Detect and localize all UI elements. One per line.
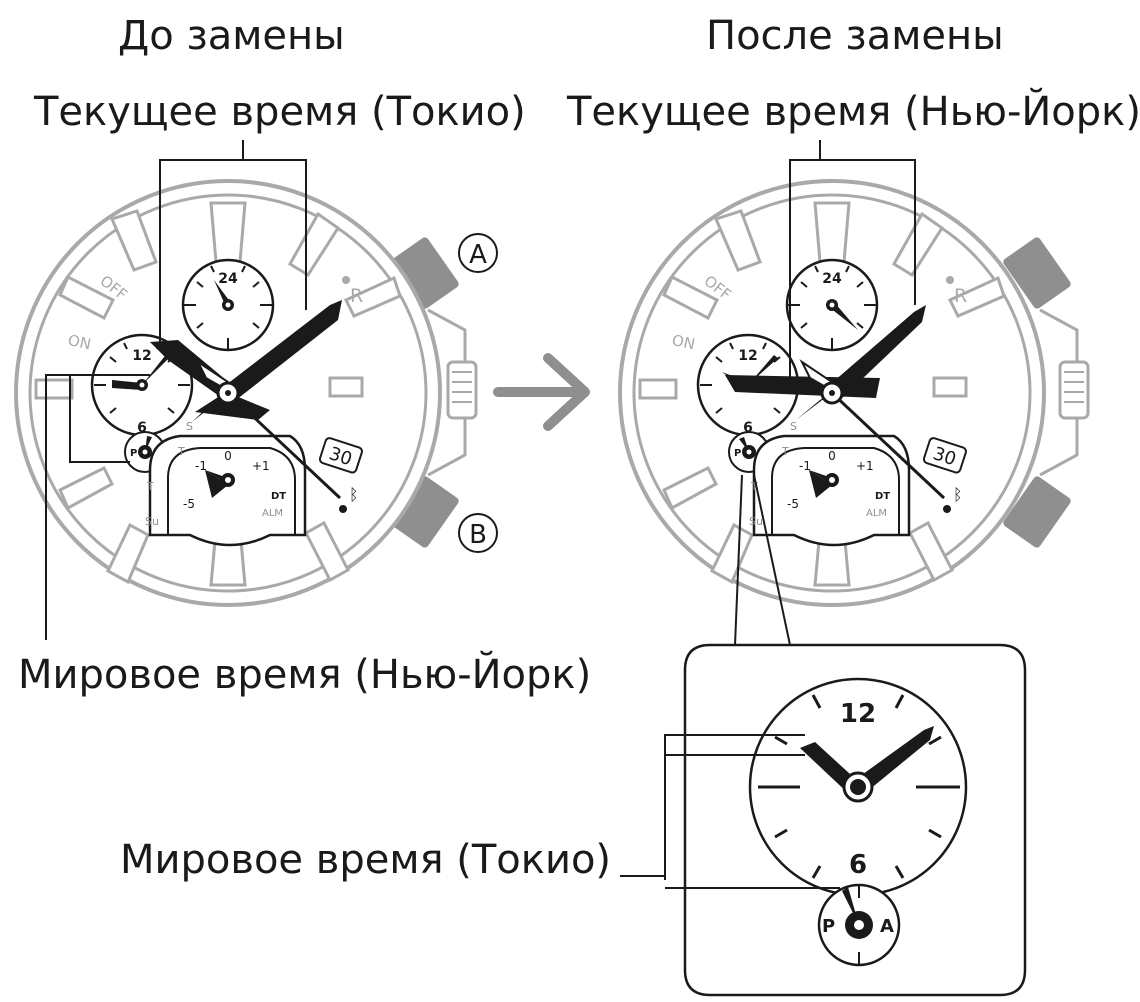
svg-text:P: P [822,916,835,937]
detail-12: 12 [840,699,876,729]
minute-hand-after [826,305,926,400]
button-a [391,237,459,309]
svg-text:T: T [177,445,185,458]
subdial-24-after: 24 [785,258,879,352]
detail-minute-hand [852,726,934,794]
transition-arrow [493,353,590,431]
detail-callout: 12 6 P A [620,643,1027,997]
svg-text:A: A [880,916,894,937]
svg-text:ALM: ALM [262,508,283,519]
watch-before: OFF ON R 24 [14,140,498,640]
svg-text:-5: -5 [787,497,799,511]
svg-text:12: 12 [738,348,757,364]
svg-text:-5: -5 [183,497,195,511]
button-b [391,476,459,548]
svg-text:S: S [186,420,193,433]
svg-text:T: T [781,445,789,458]
home-time-after-label: Текущее время (Нью-Йорк) [567,89,1140,135]
svg-text:T: T [146,480,154,493]
svg-text:+1: +1 [252,459,270,473]
world-time-before-label: Мировое время (Нью-Йорк) [18,652,592,698]
date-window-before: 30 [318,437,363,474]
lower-subdial-before: S T T Su 0 -1 +1 -5 DT ALM [145,420,307,547]
svg-text:A: A [469,240,487,270]
svg-text:+1: +1 [856,459,874,473]
svg-text:DT: DT [875,491,890,502]
home-time-before-label: Текущее время (Токио) [34,89,526,135]
hour-hand-before [150,340,232,398]
lower-subdial-after: S T T Su 0 -1 +1 -5 DT ALM [749,420,911,547]
svg-text:Su: Su [749,515,763,528]
heading-before: До замены [118,13,345,59]
on-label: ON [66,331,92,353]
svg-text:S: S [790,420,797,433]
svg-text:R: R [954,285,967,307]
watch-after: OFF ON R 24 12 [618,140,1090,646]
world-time-after-label: Мировое время (Токио) [120,837,612,883]
svg-text:Su: Su [145,515,159,528]
crown [446,360,478,420]
button-b-label-circle [458,513,498,553]
svg-text:6: 6 [137,420,147,436]
minute-hand-before [222,300,342,400]
subdial-24-before: 24 [181,258,275,352]
svg-text:P: P [130,448,137,459]
svg-text:0: 0 [224,449,232,463]
svg-text:ᛒ: ᛒ [953,485,963,504]
svg-text:24: 24 [822,271,842,287]
svg-text:-1: -1 [195,459,207,473]
heading-after: После замены [706,13,1004,59]
svg-text:ON: ON [670,331,696,353]
world-time-bracket-before [69,374,150,463]
button-a-label-circle [458,233,498,273]
bluetooth-icon: ᛒ [349,485,359,504]
svg-text:ALM: ALM [866,508,887,519]
home-time-bracket-before [159,159,307,345]
world-time-bracket-after [664,734,805,880]
home-time-bracket-after [789,159,916,385]
svg-text:P: P [734,448,741,459]
svg-text:-1: -1 [799,459,811,473]
svg-text:DT: DT [271,491,286,502]
second-hand-before [226,391,342,500]
r-label: R [350,285,363,307]
detail-6: 6 [849,850,867,880]
svg-text:6: 6 [743,420,753,436]
svg-text:0: 0 [828,449,836,463]
svg-text:B: B [469,520,487,550]
subdial-world-before: 12 6 [90,333,194,437]
svg-text:T: T [750,480,758,493]
svg-text:24: 24 [218,271,238,287]
svg-text:12: 12 [132,348,151,364]
second-hand-after [830,391,946,500]
